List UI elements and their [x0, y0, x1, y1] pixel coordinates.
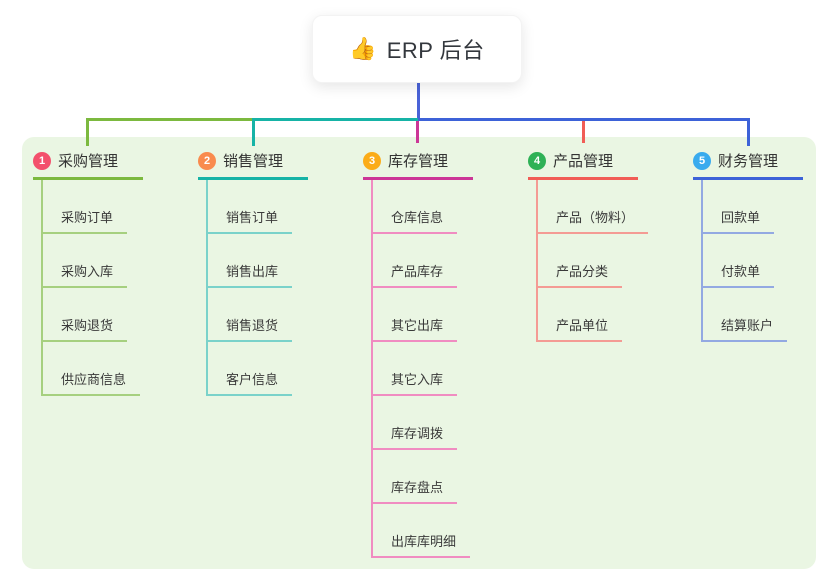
child-node: 销售出库 — [208, 234, 328, 288]
child-label[interactable]: 回款单 — [703, 207, 775, 234]
branch-number-badge: 5 — [693, 151, 711, 170]
branch-children: 销售订单 销售出库 销售退货 客户信息 — [206, 180, 328, 396]
child-label[interactable]: 出库库明细 — [373, 531, 471, 558]
branch-finance-management: 5 财务管理 回款单 付款单 结算账户 — [693, 150, 823, 342]
child-node: 库存调拨 — [373, 396, 493, 450]
branch-label: 采购管理 — [58, 153, 119, 170]
branch-number-badge: 2 — [198, 151, 216, 170]
branch-number-badge: 3 — [363, 151, 381, 170]
branch-label: 产品管理 — [553, 153, 614, 170]
branches-panel — [22, 137, 816, 569]
branch-label: 财务管理 — [718, 153, 779, 170]
connector-horizontal-sales — [254, 118, 419, 121]
connector-root-drop — [417, 83, 420, 121]
child-label[interactable]: 库存调拨 — [373, 423, 458, 450]
child-node: 付款单 — [703, 234, 823, 288]
branch-children: 回款单 付款单 结算账户 — [701, 180, 823, 342]
connector-drop-purchase — [86, 118, 89, 146]
connector-drop-sales — [252, 118, 255, 146]
root-node[interactable]: 👍 ERP 后台 — [312, 15, 522, 83]
child-node: 产品分类 — [538, 234, 658, 288]
child-node: 采购退货 — [43, 288, 163, 342]
branch-product-management: 4 产品管理 产品（物料） 产品分类 产品单位 — [528, 150, 658, 342]
child-label[interactable]: 产品分类 — [538, 261, 623, 288]
child-label[interactable]: 产品（物料） — [538, 207, 649, 234]
child-node: 结算账户 — [703, 288, 823, 342]
child-label[interactable]: 付款单 — [703, 261, 775, 288]
branch-header-finance[interactable]: 5 财务管理 — [693, 150, 803, 180]
connector-drop-inventory — [416, 121, 419, 143]
branch-inventory-management: 3 库存管理 仓库信息 产品库存 其它出库 其它入库 库存调拨 库存盘点 出库库… — [363, 150, 493, 558]
child-node: 库存盘点 — [373, 450, 493, 504]
child-label[interactable]: 库存盘点 — [373, 477, 458, 504]
child-label[interactable]: 其它入库 — [373, 369, 458, 396]
child-node: 产品库存 — [373, 234, 493, 288]
child-node: 销售退货 — [208, 288, 328, 342]
branch-header-sales[interactable]: 2 销售管理 — [198, 150, 308, 180]
connector-horizontal-purchase — [86, 118, 255, 121]
child-label[interactable]: 结算账户 — [703, 315, 788, 342]
branch-header-inventory[interactable]: 3 库存管理 — [363, 150, 473, 180]
child-label[interactable]: 其它出库 — [373, 315, 458, 342]
child-node: 采购订单 — [43, 180, 163, 234]
child-node: 销售订单 — [208, 180, 328, 234]
child-node: 其它入库 — [373, 342, 493, 396]
branch-label: 销售管理 — [223, 153, 284, 170]
child-node: 产品（物料） — [538, 180, 658, 234]
child-label[interactable]: 采购入库 — [43, 261, 128, 288]
child-label[interactable]: 供应商信息 — [43, 369, 141, 396]
child-label[interactable]: 客户信息 — [208, 369, 293, 396]
child-node: 其它出库 — [373, 288, 493, 342]
branch-header-product[interactable]: 4 产品管理 — [528, 150, 638, 180]
child-label[interactable]: 产品单位 — [538, 315, 623, 342]
branch-label: 库存管理 — [388, 153, 449, 170]
connector-drop-finance — [747, 118, 750, 146]
connector-drop-product — [582, 121, 585, 143]
child-node: 产品单位 — [538, 288, 658, 342]
branch-children: 采购订单 采购入库 采购退货 供应商信息 — [41, 180, 163, 396]
child-label[interactable]: 采购退货 — [43, 315, 128, 342]
branch-sales-management: 2 销售管理 销售订单 销售出库 销售退货 客户信息 — [198, 150, 328, 396]
child-label[interactable]: 销售退货 — [208, 315, 293, 342]
child-node: 供应商信息 — [43, 342, 163, 396]
branch-purchase-management: 1 采购管理 采购订单 采购入库 采购退货 供应商信息 — [33, 150, 163, 396]
branch-number-badge: 4 — [528, 151, 546, 170]
thumbs-up-icon: 👍 — [349, 36, 377, 61]
child-node: 仓库信息 — [373, 180, 493, 234]
branch-children: 产品（物料） 产品分类 产品单位 — [536, 180, 658, 342]
child-node: 采购入库 — [43, 234, 163, 288]
child-node: 回款单 — [703, 180, 823, 234]
child-label[interactable]: 销售出库 — [208, 261, 293, 288]
child-node: 客户信息 — [208, 342, 328, 396]
child-node: 出库库明细 — [373, 504, 493, 558]
child-label[interactable]: 采购订单 — [43, 207, 128, 234]
child-label[interactable]: 仓库信息 — [373, 207, 458, 234]
child-label[interactable]: 销售订单 — [208, 207, 293, 234]
branch-number-badge: 1 — [33, 151, 51, 170]
child-label[interactable]: 产品库存 — [373, 261, 458, 288]
branch-header-purchase[interactable]: 1 采购管理 — [33, 150, 143, 180]
root-label: ERP 后台 — [386, 38, 485, 63]
branch-children: 仓库信息 产品库存 其它出库 其它入库 库存调拨 库存盘点 出库库明细 — [371, 180, 493, 558]
connector-horizontal-finance — [418, 118, 750, 121]
